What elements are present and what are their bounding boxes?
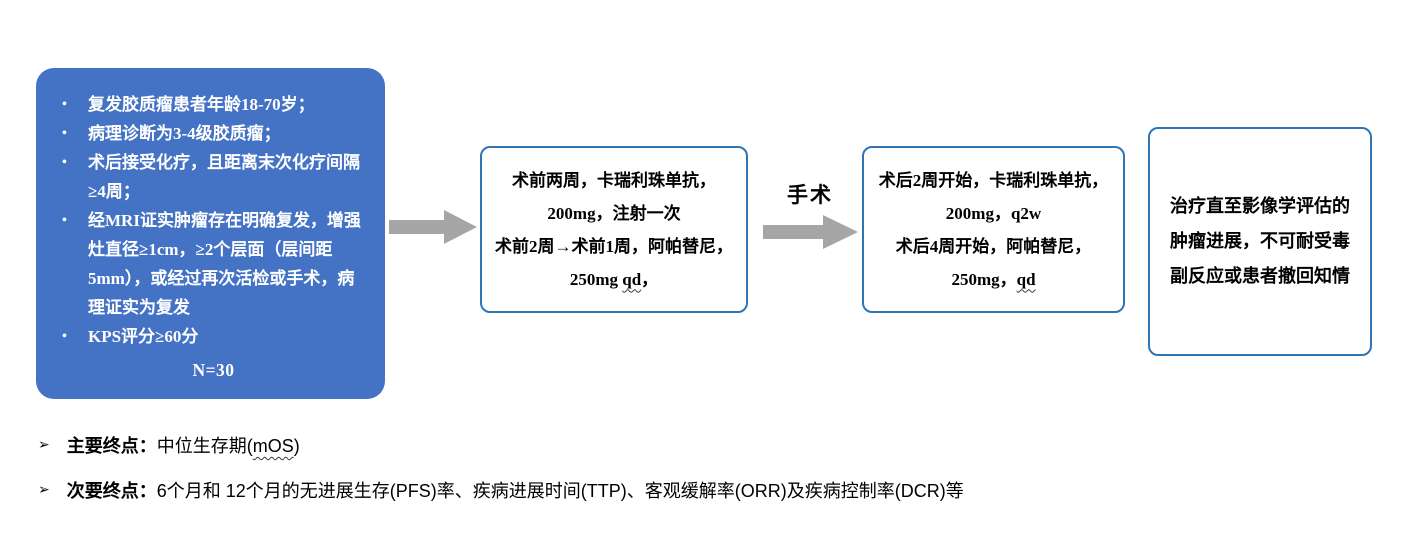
apatinib-pre-line: 术前2周→术前1周，阿帕替尼，250mg qd， [494, 230, 734, 296]
camrelizumab-post-line: 术后2周开始，卡瑞利珠单抗，200mg，q2w [878, 170, 1109, 223]
criteria-text: 术后接受化疗，且距离末次化疗间隔≥4周； [88, 153, 360, 201]
primary-endpoint-text: 主要终点：中位生存期(mOS) [67, 432, 300, 458]
apatinib-pre-comma: ， [641, 269, 659, 289]
continuation-text: 治疗直至影像学评估的肿瘤进展，不可耐受毒副反应或患者撤回知情 [1170, 196, 1350, 286]
bullet-icon: • [62, 213, 67, 228]
criteria-item: • KPS评分≥60分 [62, 322, 365, 351]
secondary-endpoint-label: 次要终点： [66, 481, 157, 501]
bullet-icon: • [62, 155, 67, 170]
sample-size-label: N=30 [192, 360, 235, 380]
pre-surgery-treatment-box: 术前两周，卡瑞利珠单抗，200mg，注射一次 术前2周→术前1周，阿帕替尼，25… [480, 146, 748, 313]
apatinib-post-dose-qd: qd [1016, 269, 1036, 289]
post-surgery-treatment-box: 术后2周开始，卡瑞利珠单抗，200mg，q2w 术后4周开始，阿帕替尼，250m… [862, 146, 1125, 313]
criteria-text: 病理诊断为3-4级胶质瘤； [88, 124, 281, 143]
flow-arrow-icon [389, 210, 477, 244]
arrow-bullet-icon: ➢ [38, 480, 50, 497]
criteria-item: • 复发胶质瘤患者年龄18-70岁； [62, 90, 365, 119]
treatment-continuation-box: 治疗直至影像学评估的肿瘤进展，不可耐受毒副反应或患者撤回知情 [1148, 127, 1372, 356]
primary-endpoint-value: 中位生存期( [156, 436, 253, 456]
bullet-icon: • [62, 97, 67, 112]
surgery-label: 手术 [787, 183, 833, 207]
apatinib-pre-text: 术前2周→术前1周，阿帕替尼，250mg [495, 236, 733, 289]
apatinib-post-line: 术后4周开始，阿帕替尼，250mg，qd [876, 230, 1111, 296]
criteria-text: KPS评分≥60分 [88, 327, 199, 346]
criteria-item: • 经MRI证实肿瘤存在明确复发，增强灶直径≥1cm，≥2个层面（层间距5mm）… [62, 206, 365, 322]
criteria-item: • 病理诊断为3-4级胶质瘤； [62, 119, 365, 148]
bullet-icon: • [62, 329, 67, 344]
arrow-bullet-icon: ➢ [38, 435, 50, 452]
apatinib-post-text: 术后4周开始，阿帕替尼，250mg， [895, 236, 1092, 289]
primary-endpoint-mos: mOS [252, 436, 294, 456]
criteria-text: 经MRI证实肿瘤存在明确复发，增强灶直径≥1cm，≥2个层面（层间距5mm），或… [88, 211, 361, 317]
surgery-step: 手术 [760, 182, 860, 249]
apatinib-pre-dose-qd: qd [622, 269, 642, 289]
criteria-text: 复发胶质瘤患者年龄18-70岁； [88, 95, 315, 114]
secondary-endpoint-text: 次要终点：6个月和 12个月的无进展生存(PFS)率、疾病进展时间(TTP)、客… [67, 477, 964, 503]
secondary-endpoint-value: 6个月和 12个月的无进展生存(PFS)率、疾病进展时间(TTP)、客观缓解率(… [156, 481, 964, 501]
secondary-endpoint: ➢ 次要终点：6个月和 12个月的无进展生存(PFS)率、疾病进展时间(TTP)… [38, 477, 964, 503]
primary-endpoint-close: ) [293, 436, 300, 456]
surgery-arrow-icon [762, 215, 858, 249]
bullet-icon: • [62, 126, 67, 141]
primary-endpoint: ➢ 主要终点：中位生存期(mOS) [38, 432, 300, 458]
criteria-item: • 术后接受化疗，且距离末次化疗间隔≥4周； [62, 148, 365, 206]
inclusion-criteria-box: • 复发胶质瘤患者年龄18-70岁； • 病理诊断为3-4级胶质瘤； • 术后接… [36, 68, 385, 399]
camrelizumab-pre-line: 术前两周，卡瑞利珠单抗，200mg，注射一次 [512, 170, 716, 223]
primary-endpoint-label: 主要终点： [66, 436, 157, 456]
